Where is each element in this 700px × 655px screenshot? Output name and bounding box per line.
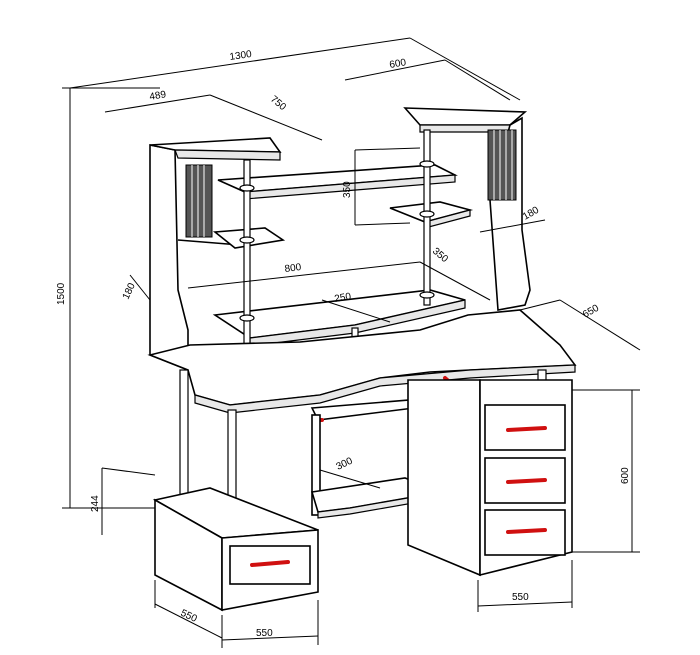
dim-keyboard-depth: 300 [335,456,355,473]
desk-depth-dimension: 650 [519,299,641,351]
top-width-dimension: 1300 [69,37,521,101]
dim-riser-depth: 180 [121,281,138,301]
dim-middle-shelf-depth: 350 [430,246,450,265]
right-top-shelf-dimension: 600 [344,57,511,101]
dim-monitor-shelf-depth: 250 [334,291,353,305]
dim-right-cabinet-width: 550 [512,592,529,603]
dim-total-height: 1500 [56,282,67,305]
left-pedestal: 244 550 550 [90,467,319,648]
dim-left-top-shelf-depth: 489 [149,89,168,103]
dim-cabinet-height: 600 [620,467,631,484]
dim-middle-shelf-width: 800 [284,262,302,275]
right-drawer-1[interactable] [484,404,566,451]
right-drawer-3[interactable] [484,509,566,556]
dim-left-cabinet-height: 244 [90,495,101,512]
dim-left-top-shelf-width: 750 [268,94,288,113]
right-drawer-2[interactable] [484,457,566,504]
left-hutch-panel [149,137,282,372]
dim-total-width: 1300 [229,49,253,63]
left-drawer[interactable] [229,545,311,585]
right-pedestal: 600 550 [407,379,640,612]
dim-right-side-depth: 180 [521,205,541,223]
dim-left-cabinet-width: 550 [256,628,273,639]
height-dimension: 1500 [56,87,160,509]
dim-desk-depth: 650 [581,303,601,321]
right-hutch-panel [403,107,531,311]
dim-left-cabinet-depth: 550 [179,608,199,625]
hutch-top-crossbar [217,164,458,200]
dim-shelf-spacing: 350 [342,181,353,198]
dim-right-top-shelf-width: 600 [389,57,408,71]
left-top-shelf-dimension: 489 750 [104,89,323,141]
